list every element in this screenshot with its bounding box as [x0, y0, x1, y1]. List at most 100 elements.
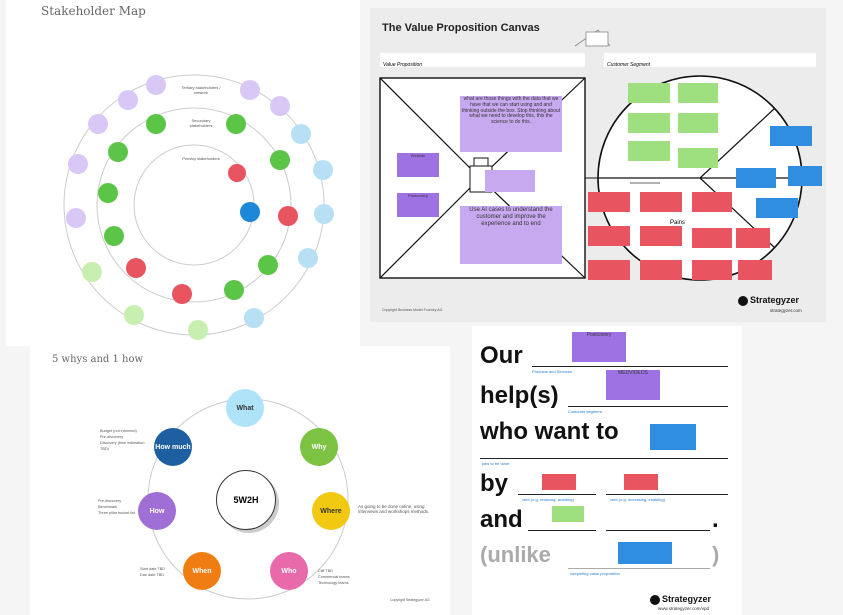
- whys-node-how[interactable]: How: [138, 492, 176, 530]
- whys-node-who[interactable]: Who: [270, 552, 308, 590]
- stakeholder-bubble[interactable]: [228, 164, 246, 182]
- vpc-job-note[interactable]: [770, 126, 812, 146]
- vpc-note-postcovery[interactable]: Postcovery: [397, 193, 439, 217]
- vpc-gain-note[interactable]: [628, 141, 670, 161]
- stakeholder-bubble[interactable]: [146, 114, 166, 134]
- stakeholder-bubble[interactable]: [314, 204, 334, 224]
- vps-blank[interactable]: [532, 366, 728, 367]
- whys-node-what[interactable]: What: [226, 389, 264, 427]
- howmuch-item: Discovery (time estimation TBD): [100, 441, 145, 452]
- vpc-job-note[interactable]: [788, 166, 822, 186]
- vpc-left-label: Value Proposition: [383, 62, 423, 68]
- stakeholder-bubble[interactable]: [226, 114, 246, 134]
- vpc-gain-note[interactable]: [678, 83, 718, 103]
- vpc-pain-note[interactable]: [738, 260, 772, 280]
- vps-line-by: by: [480, 470, 509, 497]
- vpc-note-gift[interactable]: [485, 170, 535, 192]
- vps-blank[interactable]: [606, 494, 728, 495]
- stakeholder-bubble[interactable]: [108, 142, 128, 162]
- vps-blank[interactable]: [518, 494, 596, 495]
- ring-label-mid: Secondary stakeholders: [189, 118, 213, 128]
- whys-title: 5 whys and 1 how: [52, 354, 144, 365]
- whys-howmuch-list: Budget (not informed) Pre-discovery Disc…: [100, 428, 150, 452]
- who-item: Cliff TBD: [318, 569, 334, 573]
- vps-note-pain[interactable]: [624, 474, 658, 490]
- vpc-note-bottom[interactable]: Use AI cases to understand the customer …: [460, 206, 562, 264]
- stakeholder-bubble[interactable]: [82, 262, 102, 282]
- howmuch-item: Budget (not informed): [100, 429, 137, 433]
- vpc-copyright: Copyright Business Model Foundry AG: [382, 308, 443, 312]
- stakeholder-bubble[interactable]: [313, 160, 333, 180]
- whys-node-where[interactable]: Where: [312, 492, 350, 530]
- vpc-gain-note[interactable]: [628, 113, 670, 133]
- vps-tag-reducing: verb (e.g. reducing, avoiding): [522, 497, 574, 502]
- vpc-pain-note[interactable]: [736, 228, 770, 248]
- vpc-pain-note[interactable]: [588, 192, 630, 212]
- vpc-panel: The Value Proposition Canvas Value Propo…: [370, 8, 826, 322]
- stakeholder-bubble[interactable]: [278, 206, 298, 226]
- stakeholder-bubble[interactable]: [291, 124, 311, 144]
- vps-panel: Our Postcovery Products and Services hel…: [472, 326, 742, 615]
- vpc-pain-note[interactable]: [588, 226, 630, 246]
- stakeholder-bubble[interactable]: [66, 208, 86, 228]
- vpc-gain-note[interactable]: [628, 83, 670, 103]
- stakeholder-bubble[interactable]: [98, 183, 118, 203]
- vpc-job-note[interactable]: [756, 198, 798, 218]
- vpc-pain-note[interactable]: [640, 260, 682, 280]
- vpc-gain-note[interactable]: [678, 148, 718, 168]
- vps-tag-products: Products and Services: [532, 369, 573, 374]
- vps-note-medvideos[interactable]: MEDVIDEOS: [606, 370, 660, 400]
- ring-label-outer: Tertiary stakeholders / network: [181, 85, 221, 95]
- vpc-pain-note[interactable]: [692, 260, 732, 280]
- vpc-pain-note[interactable]: [640, 192, 682, 212]
- vpc-job-note[interactable]: [736, 168, 776, 188]
- vps-blank[interactable]: [568, 406, 728, 407]
- vps-line-our: Our: [480, 342, 523, 369]
- vps-blank[interactable]: [480, 458, 728, 459]
- vpc-left-header: Value Proposition: [380, 53, 585, 68]
- stakeholder-bubble[interactable]: [126, 258, 146, 278]
- stakeholder-bubble[interactable]: [172, 284, 192, 304]
- vps-note-postcovery[interactable]: Postcovery: [572, 332, 626, 362]
- vps-blank[interactable]: [606, 530, 710, 531]
- vps-brand-url: www.strategyzer.com/vpd: [658, 606, 710, 611]
- how-item: Three pillar bucket list: [98, 511, 135, 516]
- vpc-note-website[interactable]: Website: [397, 153, 439, 177]
- vps-note-competitor[interactable]: [618, 542, 672, 564]
- stakeholder-bubble[interactable]: [146, 75, 166, 95]
- vps-note-pain[interactable]: [542, 474, 576, 490]
- stakeholder-bubble-highlight[interactable]: [240, 202, 260, 222]
- whys-who-list: Cliff TBD Commercial teams Technology te…: [318, 568, 350, 586]
- whys-node-how-much[interactable]: How much: [154, 428, 192, 466]
- whys-node-when[interactable]: When: [183, 552, 221, 590]
- stakeholder-bubble[interactable]: [118, 90, 138, 110]
- stakeholder-bubble[interactable]: [124, 305, 144, 325]
- stakeholder-bubble[interactable]: [188, 320, 208, 340]
- how-item: Benchmark: [98, 505, 118, 510]
- vpc-pain-note[interactable]: [692, 192, 732, 212]
- vpc-note-top[interactable]: what are those things with the data that…: [460, 96, 562, 152]
- vps-note-gain[interactable]: [552, 506, 584, 522]
- stakeholder-bubble[interactable]: [258, 255, 278, 275]
- vpc-pain-note[interactable]: [640, 226, 682, 246]
- stakeholder-bubble[interactable]: [298, 248, 318, 268]
- vpc-brand-name: Strategyzer: [750, 295, 800, 305]
- vpc-gain-note[interactable]: [678, 113, 718, 133]
- stakeholder-bubble[interactable]: [224, 280, 244, 300]
- vpc-title: The Value Proposition Canvas: [382, 22, 540, 34]
- vpc-pain-note[interactable]: [692, 228, 732, 248]
- stakeholder-bubble[interactable]: [270, 150, 290, 170]
- stakeholder-bubble[interactable]: [88, 114, 108, 134]
- stakeholder-bubble[interactable]: [104, 226, 124, 246]
- vps-blank[interactable]: [568, 568, 710, 569]
- stakeholder-bubble[interactable]: [244, 308, 264, 328]
- vps-blank[interactable]: [528, 530, 596, 531]
- whys-node-why[interactable]: Why: [300, 428, 338, 466]
- vpc-pain-note[interactable]: [588, 260, 630, 280]
- stakeholder-bubble[interactable]: [270, 96, 290, 116]
- stakeholder-bubble[interactable]: [68, 154, 88, 174]
- vps-note-job[interactable]: [650, 424, 696, 450]
- vps-close-paren: ): [712, 542, 720, 567]
- stakeholder-bubble[interactable]: [240, 80, 260, 100]
- stakeholder-map-title: Stakeholder Map: [41, 4, 146, 18]
